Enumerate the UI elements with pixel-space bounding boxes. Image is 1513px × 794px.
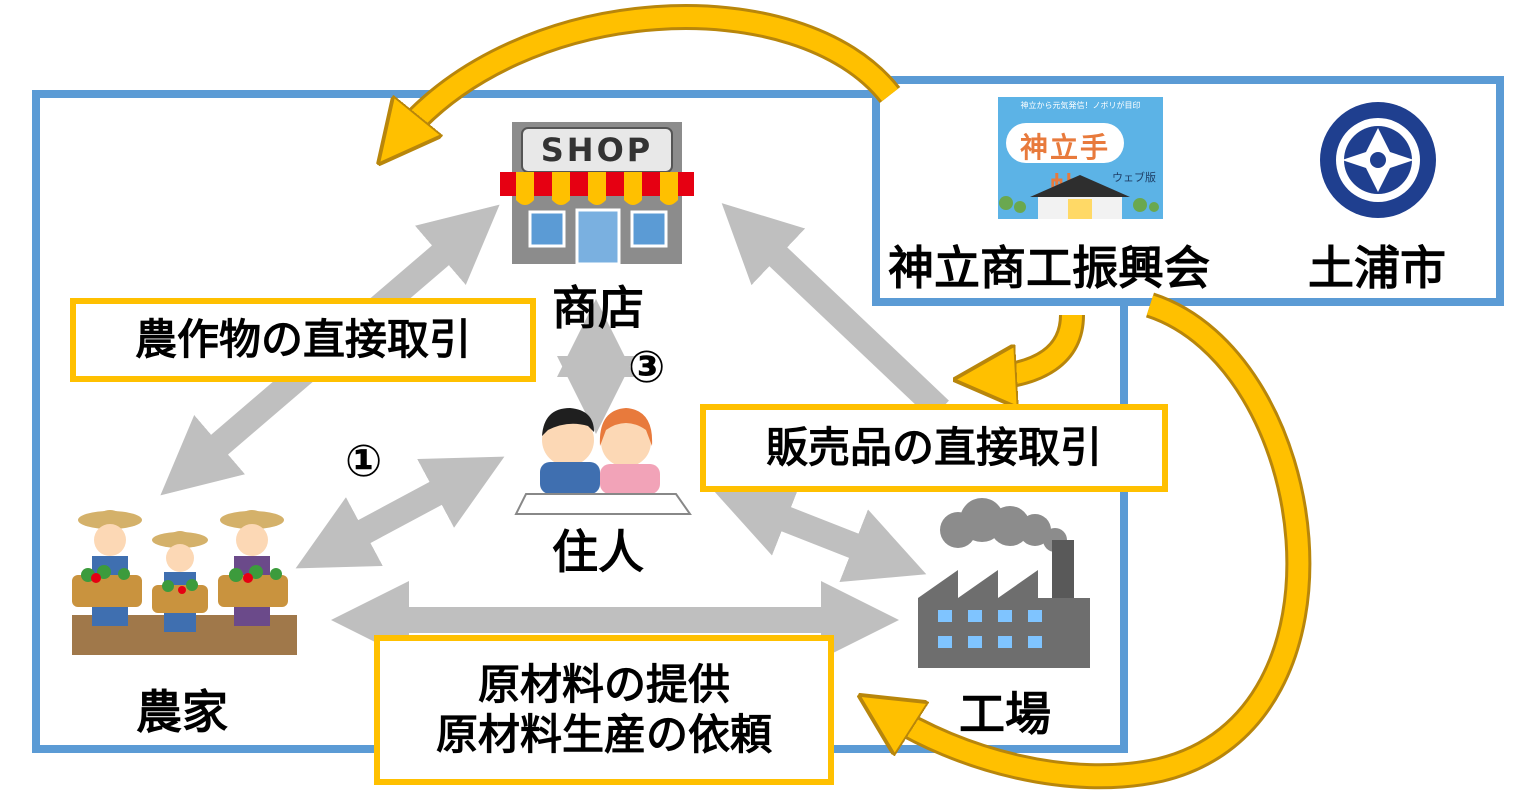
factory-shop-arrow	[721, 203, 949, 420]
resident-label: 住人	[552, 525, 644, 579]
material-line1: 原材料の提供	[477, 659, 730, 709]
product-trade-text: 販売品の直接取引	[765, 422, 1102, 472]
booklet-edition: ウェブ版	[1112, 171, 1156, 184]
booklet-title-badge	[1006, 123, 1124, 163]
crop-trade-label: 農作物の直接取引	[70, 298, 536, 382]
booklet-building-icon	[999, 175, 1159, 219]
resident-factory-arrow	[713, 482, 927, 583]
shop-sign: SHOP	[540, 131, 654, 169]
shop-label: 商店	[552, 281, 644, 335]
step-number-one: ①	[345, 436, 383, 487]
product-trade-label: 販売品の直接取引	[700, 404, 1168, 492]
booklet-tagline: 神立から元気発信！ノボリが目印	[1020, 101, 1141, 110]
association-label: 神立商工振興会	[888, 241, 1210, 295]
material-line2: 原材料生産の依頼	[435, 710, 772, 759]
factory-label: 工場	[959, 687, 1051, 741]
step-number-three: ③	[628, 342, 666, 393]
booklet-logo: 神立から元気発信！ノボリが目印 神立手帖 ウェブ版	[998, 97, 1163, 219]
farmer-label: 農家	[136, 685, 228, 739]
material-label: 原材料の提供 原材料生産の依頼	[374, 635, 834, 785]
farmer-resident-arrow	[295, 456, 505, 569]
crop-trade-text: 農作物の直接取引	[134, 314, 471, 364]
city-label: 土浦市	[1308, 241, 1446, 295]
